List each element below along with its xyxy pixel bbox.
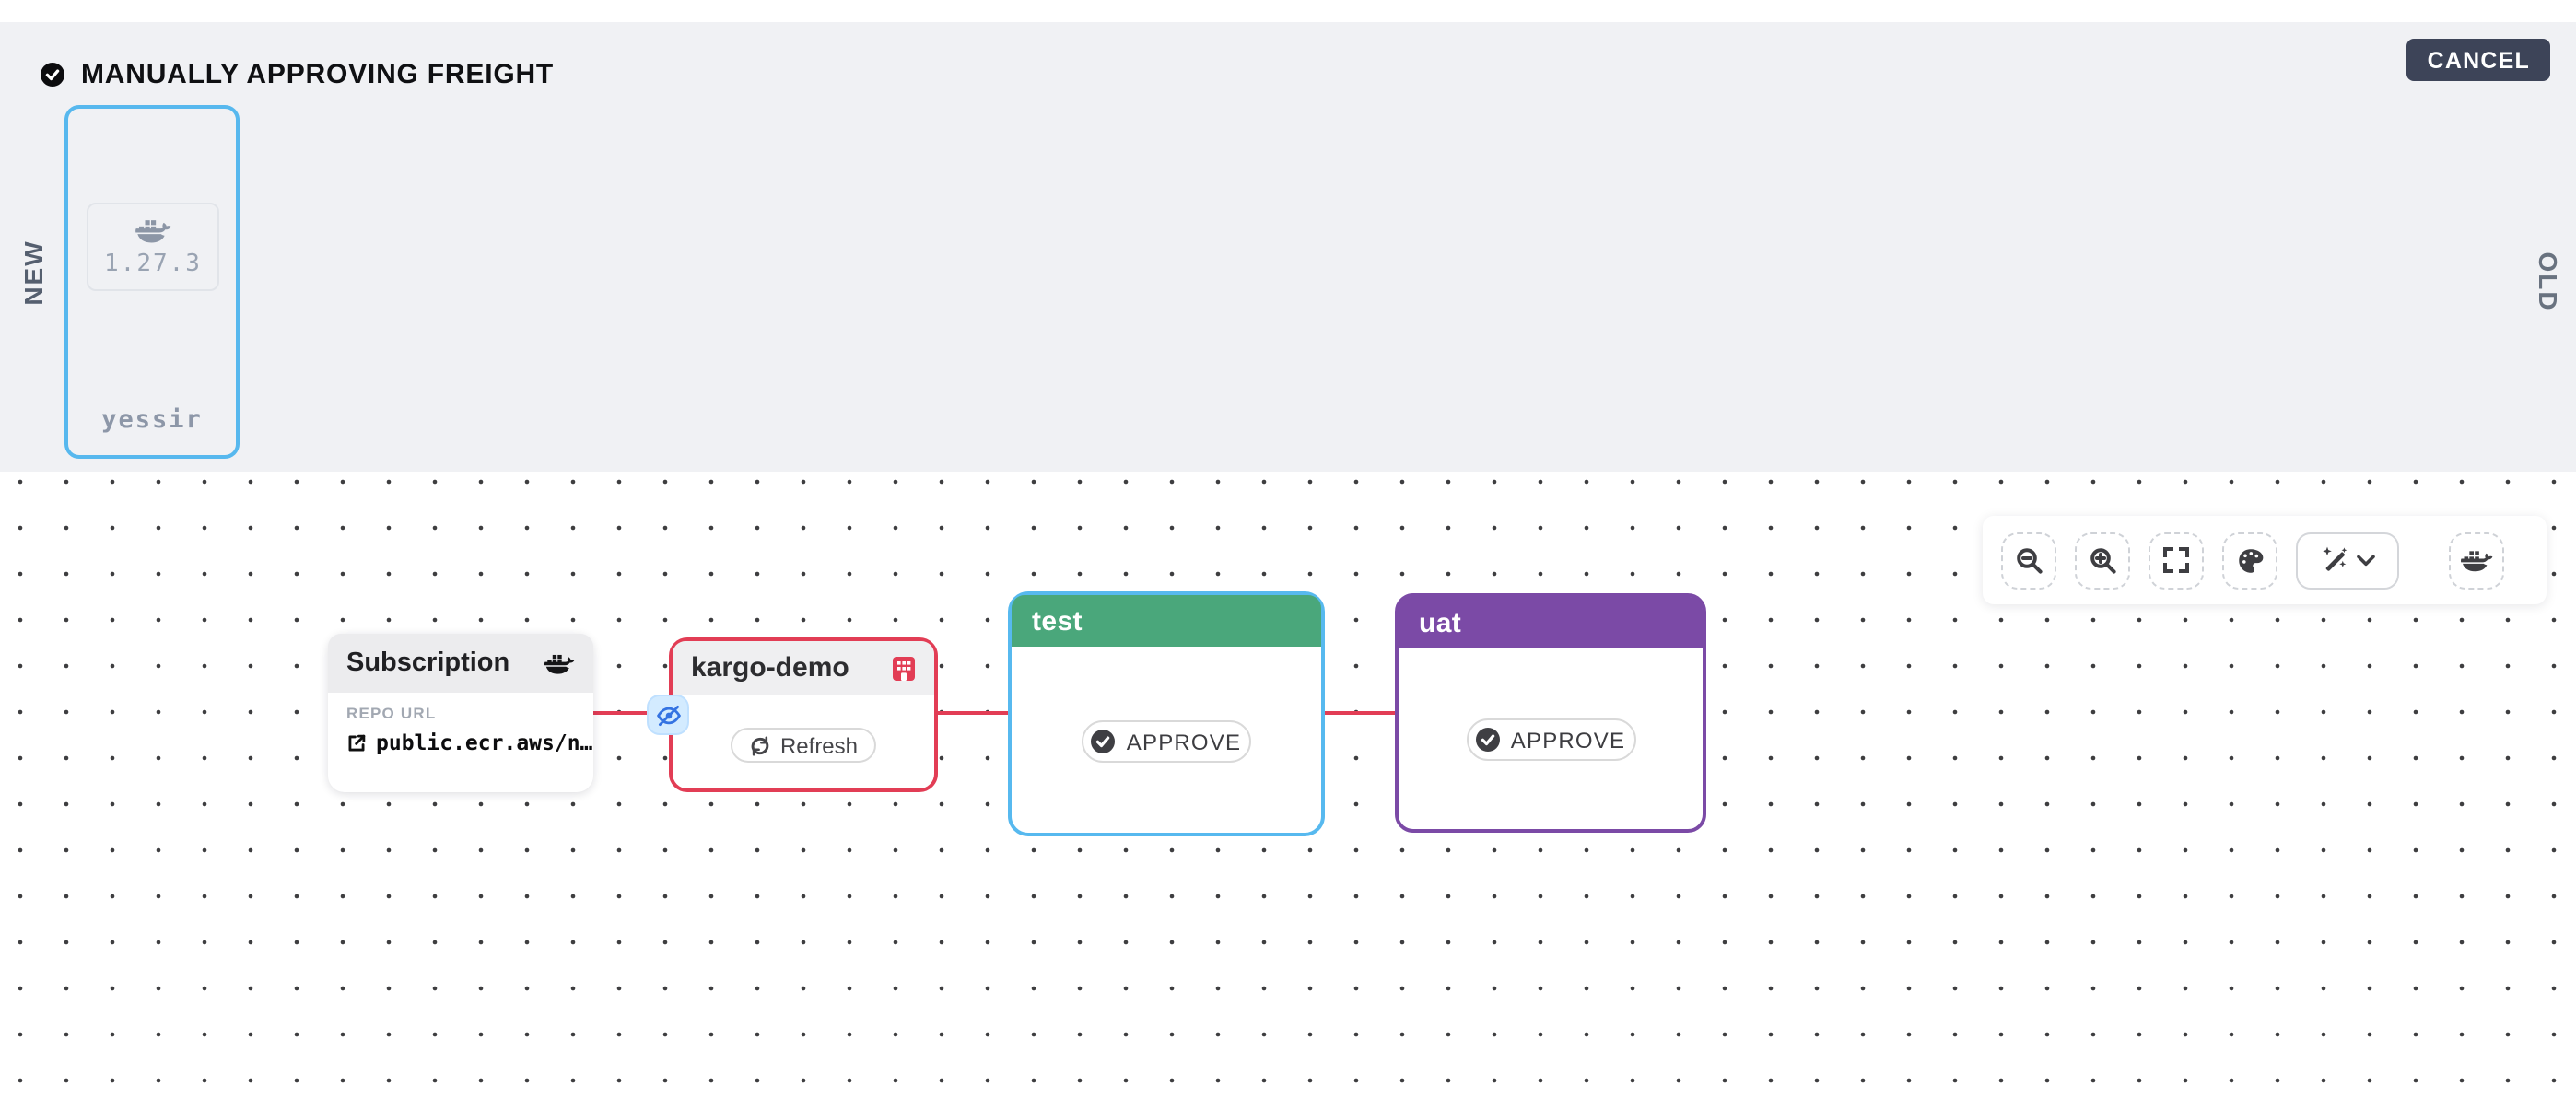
cancel-button[interactable]: CANCEL: [2406, 39, 2550, 81]
approve-label: APPROVE: [1510, 727, 1626, 753]
zoom-in-button[interactable]: [2075, 531, 2130, 589]
stage-test-header: test: [1012, 595, 1321, 647]
approve-button-test[interactable]: APPROVE: [1082, 720, 1251, 763]
pipeline-canvas[interactable]: Subscription REPO URL public.e: [0, 472, 2576, 1098]
docker-whale-icon: [544, 651, 575, 675]
subscription-title: Subscription: [346, 648, 510, 678]
refresh-label: Refresh: [779, 732, 859, 758]
zoom-out-button[interactable]: [2001, 531, 2056, 589]
freight-artifact: 1.27.3: [87, 203, 219, 291]
subscription-node[interactable]: Subscription REPO URL public.e: [328, 634, 593, 792]
stage-uat-header: uat: [1399, 597, 1703, 648]
auto-layout-button[interactable]: [2296, 531, 2399, 589]
check-circle-icon: [41, 63, 64, 87]
canvas-toolbar: [1983, 516, 2547, 604]
subscription-header: Subscription: [328, 634, 593, 693]
freight-alias: yessir: [101, 405, 203, 435]
old-label: OLD: [2534, 251, 2563, 312]
stage-test[interactable]: test APPROVE: [1008, 591, 1325, 836]
fit-view-button[interactable]: [2149, 531, 2204, 589]
magic-wand-icon: [2320, 545, 2349, 575]
banner-header: MANUALLY APPROVING FREIGHT: [41, 59, 554, 90]
repo-url-value: public.ecr.aws/n…: [376, 730, 593, 755]
warehouse-title: kargo-demo: [691, 652, 849, 683]
approve-label: APPROVE: [1126, 729, 1242, 754]
subscription-body: REPO URL public.ecr.aws/n…: [328, 693, 593, 755]
top-strip: [0, 0, 2576, 22]
refresh-icon: [749, 734, 771, 756]
refresh-button[interactable]: Refresh: [730, 728, 877, 763]
warehouse-header: kargo-demo: [673, 641, 934, 695]
freight-version: 1.27.3: [104, 250, 202, 277]
repo-url-label: REPO URL: [346, 704, 437, 722]
edge-warehouse-test: [936, 711, 1010, 715]
warehouse-node[interactable]: kargo-demo Refresh: [669, 637, 938, 792]
stage-uat-name: uat: [1419, 607, 1462, 638]
banner-title: MANUALLY APPROVING FREIGHT: [81, 59, 555, 90]
palette-button[interactable]: [2222, 531, 2277, 589]
external-link-icon: [346, 732, 367, 753]
approve-button-uat[interactable]: APPROVE: [1466, 718, 1635, 761]
stage-test-name: test: [1032, 605, 1083, 637]
new-label: NEW: [18, 239, 48, 306]
docker-whale-icon: [135, 216, 171, 244]
freight-card[interactable]: 1.27.3 yessir: [64, 105, 240, 459]
docker-images-button[interactable]: [2449, 531, 2504, 589]
repo-url-link[interactable]: public.ecr.aws/n…: [346, 730, 592, 755]
check-circle-icon: [1475, 728, 1500, 752]
edge-subscription-warehouse: [593, 711, 671, 715]
edge-test-uat: [1323, 711, 1397, 715]
chevron-down-icon: [2357, 554, 2375, 567]
freight-approval-banner: MANUALLY APPROVING FREIGHT CANCEL NEW OL…: [0, 22, 2576, 472]
stage-uat[interactable]: uat APPROVE: [1395, 593, 1706, 833]
eye-slash-badge[interactable]: [647, 695, 689, 735]
check-circle-icon: [1091, 730, 1116, 753]
warehouse-building-icon: [892, 655, 916, 681]
